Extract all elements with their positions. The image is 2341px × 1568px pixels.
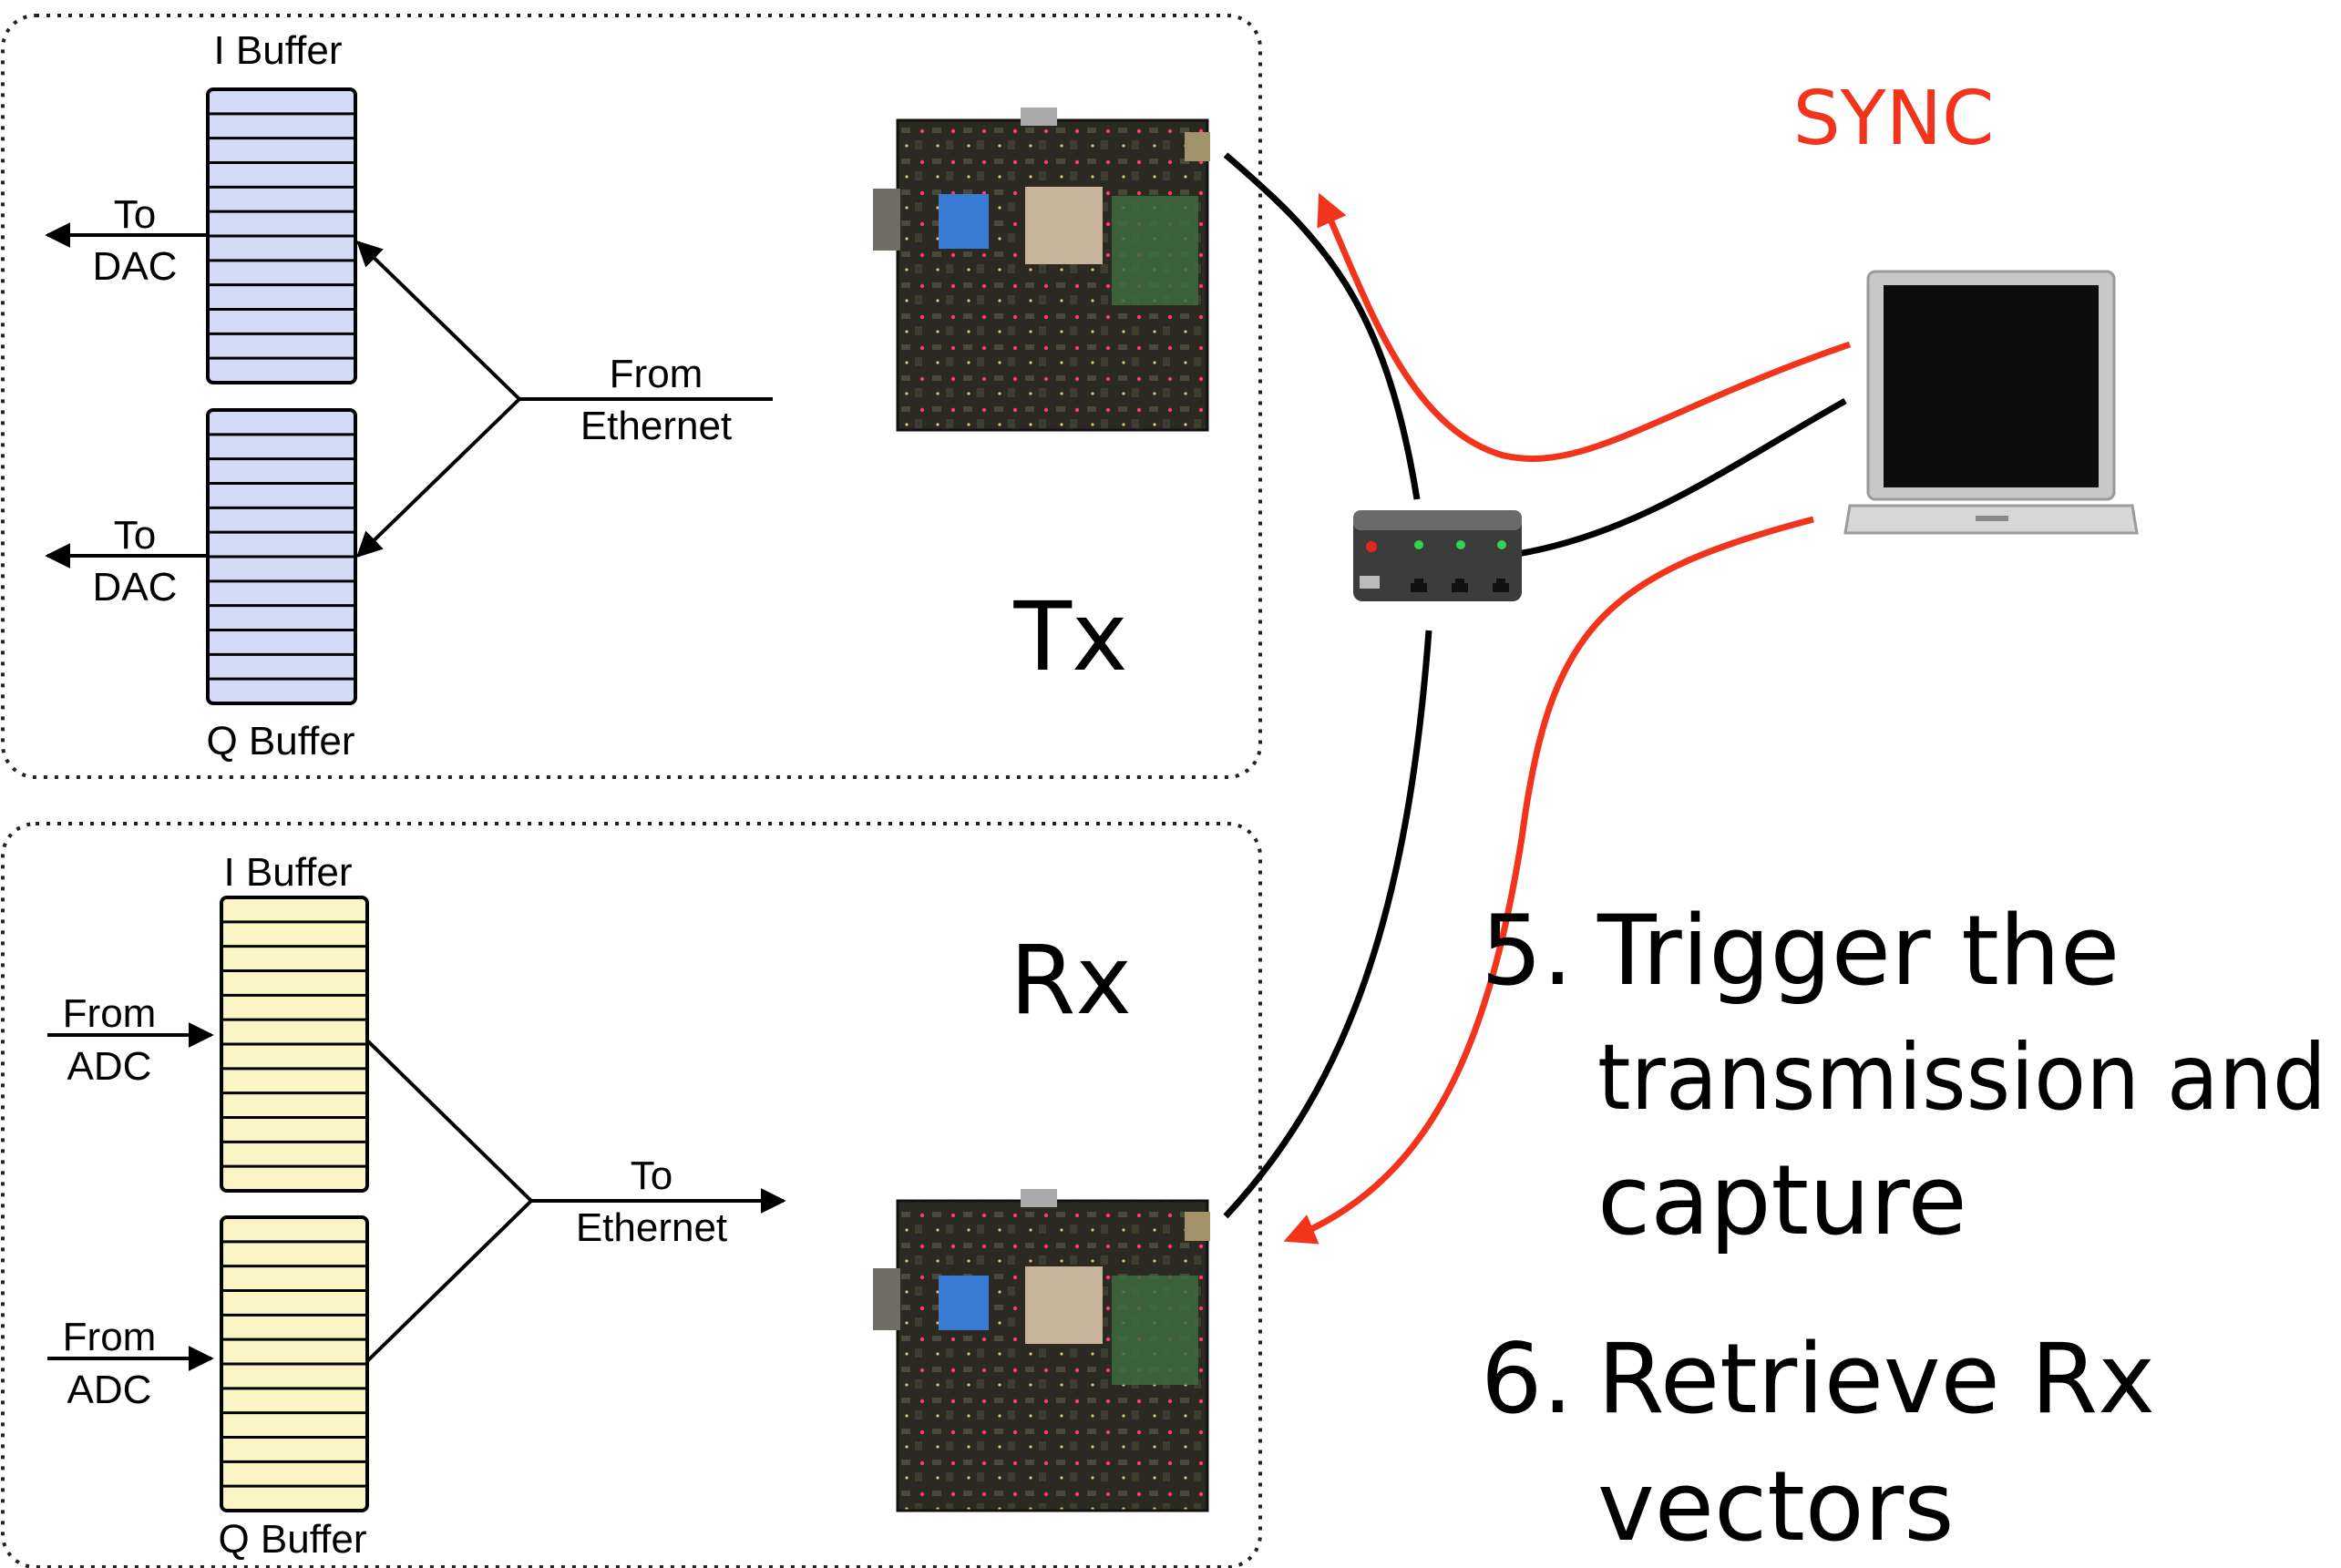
rx-q-buffer — [220, 1215, 369, 1512]
sync-label: SYNC — [1793, 76, 1995, 162]
tx-title: Tx — [1012, 581, 1127, 692]
tx-to-dac-bottom-line1: To — [114, 513, 156, 558]
step-6-number: 6. — [1481, 1323, 1573, 1435]
rx-from-adc-top-line2: ADC — [67, 1044, 152, 1089]
sync-arrow-to-rx — [1283, 516, 1814, 1245]
tx-i-buffer — [206, 87, 357, 384]
cable-tx-to-switch — [1223, 152, 1421, 500]
rx-from-adc-bottom-line2: ADC — [67, 1368, 152, 1412]
laptop-icon — [1843, 270, 2139, 535]
ethernet-switch-icon — [1353, 510, 1522, 601]
rx-from-adc-top-line1: From — [63, 991, 157, 1036]
step-5-number: 5. — [1481, 895, 1573, 1007]
rx-i-buffer-label: I Buffer — [223, 850, 352, 895]
step-5-line-3: capture — [1597, 1144, 1967, 1256]
tx-to-dac-top-line2: DAC — [93, 244, 178, 289]
rx-title: Rx — [1010, 925, 1132, 1036]
sync-arrow-to-tx — [1317, 192, 1852, 462]
rx-q-buffer-label: Q Buffer — [218, 1517, 366, 1562]
rx-panel-border — [1, 822, 1262, 1568]
rx-panel: I Buffer Q Buffer From ADC From ADC To E… — [1, 822, 1262, 1568]
tx-to-dac-bottom-line2: DAC — [93, 565, 178, 610]
tx-warp-board-image — [873, 108, 1210, 432]
tx-fanout-bottom-arrow — [355, 397, 521, 558]
tx-from-ethernet-line2: Ethernet — [580, 404, 732, 448]
rx-i-buffer — [220, 896, 369, 1193]
step-6-line-1: Retrieve Rx — [1597, 1323, 2155, 1435]
step-5-line-2: transmission and — [1597, 1024, 2326, 1131]
rx-from-adc-bottom-line1: From — [63, 1315, 157, 1359]
rx-fanin-bottom-line — [365, 1199, 533, 1363]
rx-fanin-top-line — [365, 1039, 533, 1203]
rx-warp-board-image — [873, 1189, 1210, 1512]
network: SYNC — [1223, 76, 2139, 1245]
tx-q-buffer — [206, 408, 357, 705]
step-6-line-2: vectors — [1597, 1450, 1954, 1563]
tx-i-buffer-label: I Buffer — [213, 28, 342, 73]
step-5-line-1: Trigger the — [1597, 895, 2120, 1007]
tx-from-ethernet-line1: From — [610, 352, 703, 396]
cable-switch-to-rx — [1223, 630, 1432, 1219]
rx-to-ethernet-line2: Ethernet — [576, 1205, 727, 1250]
tx-to-dac-top-line1: To — [114, 192, 156, 237]
steps-list: 5. Trigger the transmission and capture … — [1481, 895, 2326, 1563]
rx-to-ethernet-line1: To — [631, 1153, 673, 1198]
tx-fanout-top-arrow — [355, 241, 521, 401]
tx-panel: I Buffer Q Buffer To DAC To DAC From Eth… — [1, 14, 1262, 779]
tx-q-buffer-label: Q Buffer — [206, 719, 354, 764]
cable-switch-to-laptop — [1516, 397, 1847, 558]
